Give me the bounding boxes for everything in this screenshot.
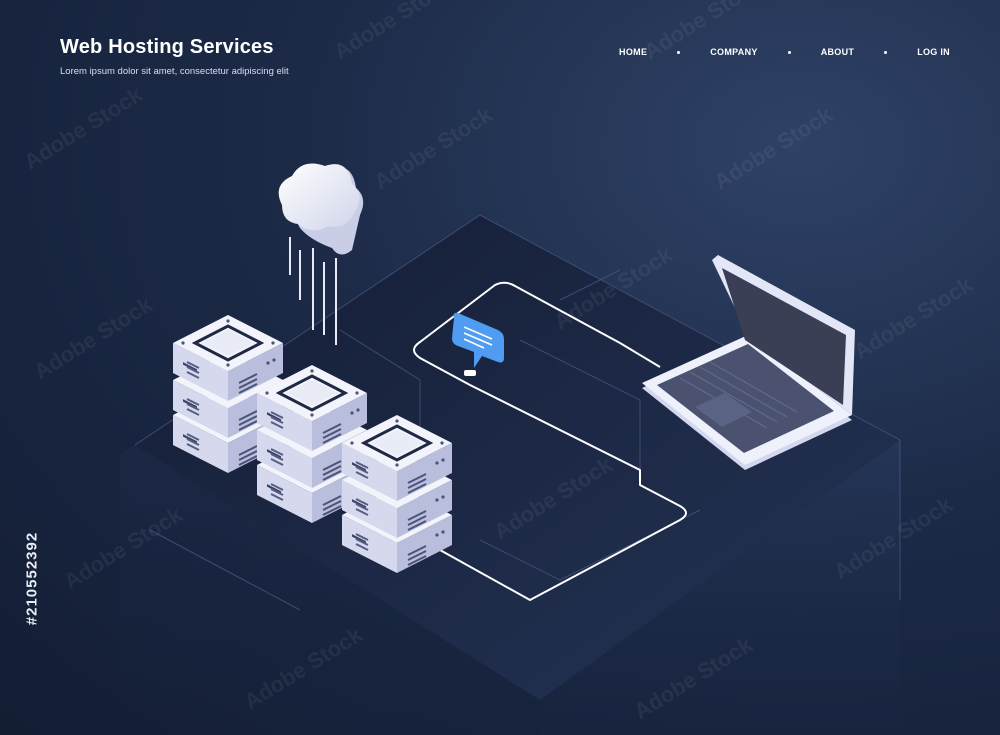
svg-text:Adobe Stock: Adobe Stock: [19, 81, 147, 174]
nav-login[interactable]: LOG IN: [917, 47, 950, 57]
nav-separator: [677, 50, 681, 54]
chat-bubble-icon: [452, 312, 504, 376]
platform-left-face: [120, 445, 540, 735]
brand-subtitle: Lorem ipsum dolor sit amet, consectetur …: [60, 66, 289, 77]
svg-text:Adobe Stock: Adobe Stock: [369, 101, 497, 194]
platform-right-face: [540, 440, 900, 735]
page-header: Web Hosting Services Lorem ipsum dolor s…: [0, 0, 1000, 90]
svg-text:Adobe Stock: Adobe Stock: [639, 0, 767, 64]
svg-text:Adobe Stock: Adobe Stock: [709, 101, 837, 194]
main-nav: HOME COMPANY ABOUT LOG IN: [619, 47, 950, 57]
brand-title: Web Hosting Services: [60, 36, 274, 58]
cloud-icon: [278, 163, 364, 255]
laptop-icon: [642, 255, 855, 470]
nav-separator: [884, 50, 888, 54]
cloud-upload-lines: [289, 237, 337, 345]
nav-separator: [787, 50, 791, 54]
nav-about[interactable]: ABOUT: [820, 47, 855, 57]
nav-home[interactable]: HOME: [619, 47, 648, 57]
svg-text:Adobe Stock: Adobe Stock: [29, 291, 157, 384]
stock-id-text: #210552392: [23, 531, 41, 626]
svg-text:Adobe Stock: Adobe Stock: [329, 0, 457, 64]
platform-top: [135, 215, 900, 700]
nav-company[interactable]: COMPANY: [710, 47, 758, 57]
svg-text:Adobe Stock: Adobe Stock: [849, 271, 977, 364]
connection-line: [413, 281, 687, 601]
stock-id-label: #210552392: [12, 500, 41, 650]
